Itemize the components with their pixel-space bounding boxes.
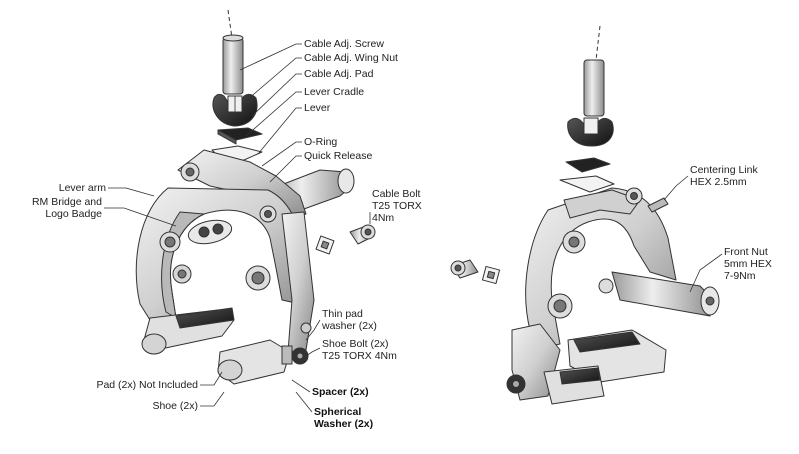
label-rm-bridge-2: Logo Badge	[45, 208, 102, 220]
label-cable-adj-wing-nut: Cable Adj. Wing Nut	[304, 52, 398, 64]
right-arm-part	[281, 211, 315, 365]
label-pad: Pad (2x) Not Included	[96, 379, 198, 391]
left-brake-assembly	[135, 9, 376, 385]
label-centering-link-2: HEX 2.5mm	[690, 176, 747, 188]
cable-axis-dashed	[227, 9, 233, 39]
label-spherical-washer-2: Washer (2x)	[314, 418, 374, 430]
label-front-nut-3: 7-9Nm	[724, 270, 756, 282]
right-brake-assembly	[450, 25, 720, 405]
left-pad-shoe-part	[141, 307, 235, 355]
right-leader-lines	[663, 175, 723, 293]
caliper-arch-part	[135, 187, 305, 321]
label-shoe: Shoe (2x)	[152, 400, 198, 412]
label-quick-release: Quick Release	[304, 150, 373, 162]
cable-bolt-part	[315, 224, 376, 255]
label-o-ring: O-Ring	[304, 136, 338, 148]
left-leader-lines	[104, 43, 371, 413]
cable-adj-wing-nut-part	[212, 93, 258, 127]
cable-adj-screw-part	[222, 34, 244, 95]
right-pad-shoe-part	[217, 339, 293, 385]
label-lever-cradle: Lever Cradle	[304, 86, 365, 98]
label-cable-adj-screw: Cable Adj. Screw	[304, 38, 384, 50]
label-front-nut-2: 5mm HEX	[724, 258, 772, 270]
label-cable-bolt-3: 4Nm	[372, 212, 395, 224]
label-rm-bridge-1: RM Bridge and	[31, 196, 102, 208]
label-shoe-bolt-2: T25 TORX 4Nm	[322, 350, 397, 362]
label-front-nut-1: Front Nut	[724, 246, 768, 258]
label-spherical-washer-1: Spherical	[314, 406, 362, 418]
label-thin-pad-washer-1: Thin pad	[322, 308, 363, 320]
label-shoe-bolt-1: Shoe Bolt (2x)	[322, 338, 389, 350]
label-lever: Lever	[304, 102, 331, 114]
label-spacer: Spacer (2x)	[312, 386, 369, 398]
label-cable-bolt-2: T25 TORX	[372, 200, 422, 212]
cable-axis-dashed-right	[595, 25, 601, 61]
label-lever-arm: Lever arm	[58, 182, 106, 194]
label-cable-bolt-1: Cable Bolt	[372, 188, 421, 200]
cable-adj-pad-part	[217, 127, 263, 145]
label-centering-link-1: Centering Link	[690, 164, 758, 176]
label-thin-pad-washer-2: washer (2x)	[322, 320, 377, 332]
label-cable-adj-pad: Cable Adj. Pad	[304, 68, 374, 80]
